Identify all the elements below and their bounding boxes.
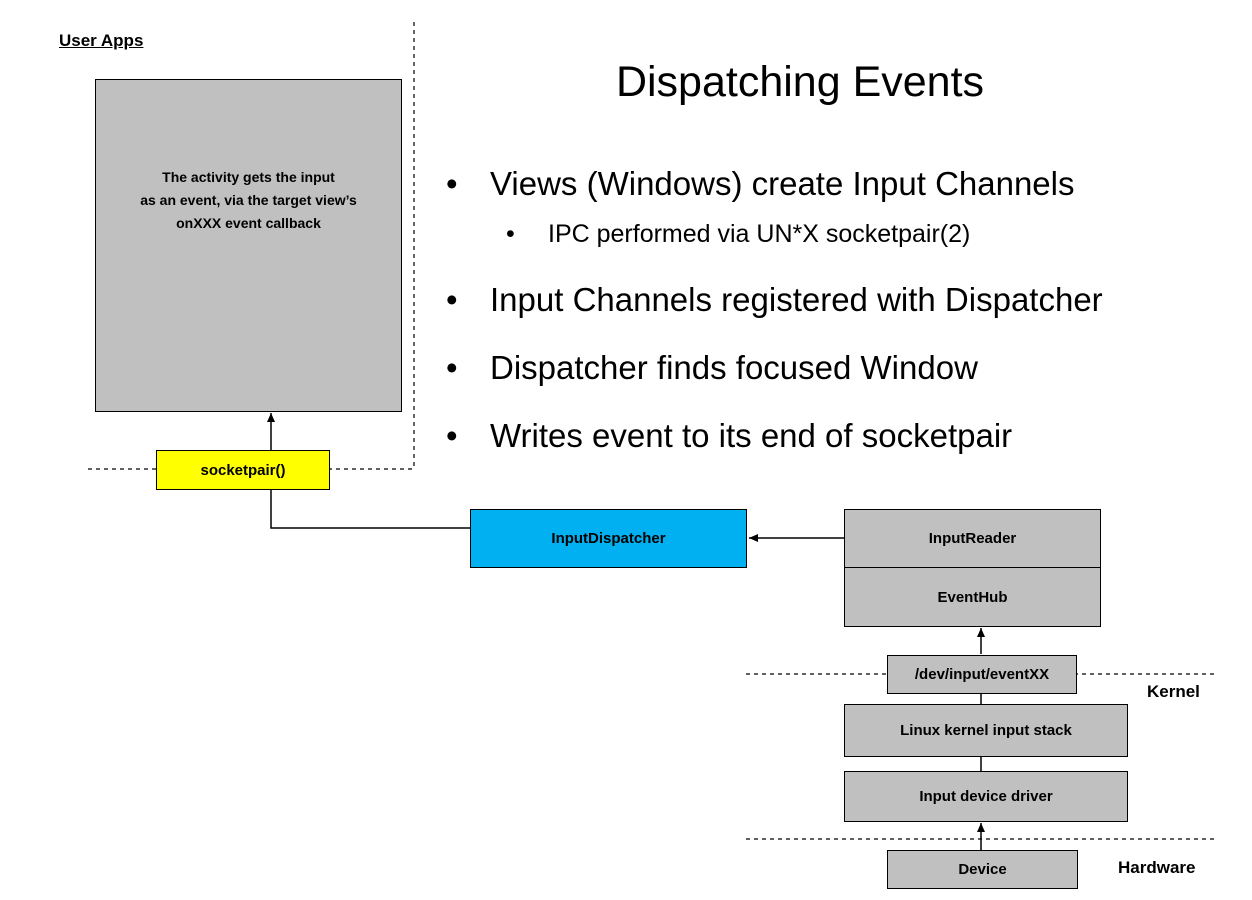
bullet-text: IPC performed via UN*X socketpair(2) (548, 220, 971, 248)
bullet-dot: • (446, 417, 458, 454)
device-box: Device (887, 850, 1078, 889)
socketpair-box-label: socketpair() (200, 461, 286, 479)
bullet-dot: • (506, 220, 515, 248)
device-box-label: Device (958, 861, 1007, 878)
input-reader-box-label: InputReader (928, 530, 1017, 547)
bullet-text: Writes event to its end of socketpair (490, 417, 1013, 454)
input-device-driver-box-label: Input device driver (919, 788, 1053, 805)
bullet-text: Dispatcher finds focused Window (490, 349, 978, 386)
user-apps-label: User Apps (59, 31, 144, 50)
bullet-text: Views (Windows) create Input Channels (490, 165, 1075, 202)
activity-box-label: The activity gets the input as an event,… (140, 169, 357, 231)
slide-title: Dispatching Events (615, 58, 985, 106)
input-dispatcher-box: InputDispatcher (470, 509, 747, 568)
socketpair-box: socketpair() (156, 450, 330, 490)
dev-input-box: /dev/input/eventXX (887, 655, 1077, 694)
input-dispatcher-box-label: InputDispatcher (551, 530, 666, 547)
event-hub-box-label: EventHub (937, 588, 1008, 606)
activity-box: The activity gets the input as an event,… (95, 79, 402, 412)
bullet-dot: • (446, 165, 458, 202)
kernel-label: Kernel (1147, 682, 1200, 701)
bullet-text: Input Channels registered with Dispatche… (490, 281, 1103, 318)
bullet-dot: • (446, 281, 458, 318)
input-reader-box: InputReader (844, 509, 1101, 568)
dev-input-box-label: /dev/input/eventXX (914, 666, 1050, 683)
bullet-dot: • (446, 349, 458, 386)
event-hub-box: EventHub (844, 567, 1101, 627)
kernel-input-stack-box-label: Linux kernel input stack (900, 722, 1072, 739)
hardware-label: Hardware (1118, 858, 1196, 877)
kernel-input-stack-box: Linux kernel input stack (844, 704, 1128, 757)
connector-dispatcher-to-socketpair (270, 490, 470, 529)
input-device-driver-box: Input device driver (844, 771, 1128, 822)
